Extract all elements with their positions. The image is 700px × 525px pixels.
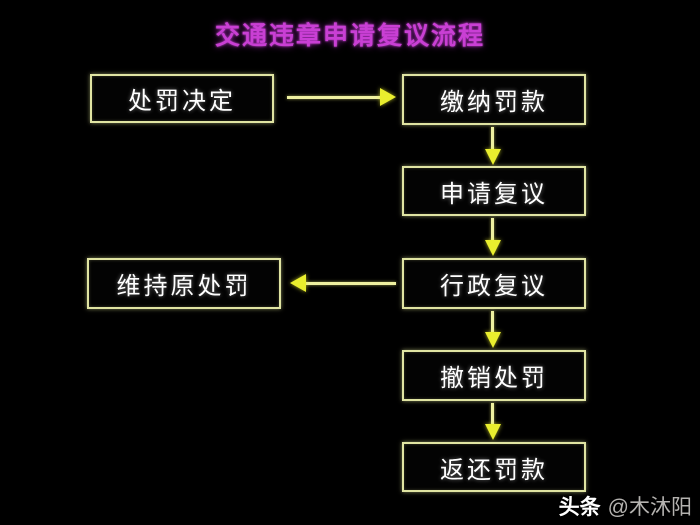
node-revoke-penalty-label: 撤销处罚	[440, 365, 548, 392]
node-refund-fine-label: 返还罚款	[440, 456, 548, 484]
node-administrative-review-label: 行政复议	[440, 273, 548, 300]
arrow-right-stem	[287, 96, 382, 99]
arrow-down-icon	[485, 424, 501, 440]
watermark: 头条 @木沐阳	[559, 491, 692, 521]
watermark-username: @木沐阳	[607, 496, 692, 519]
arrow-right-icon	[380, 88, 396, 106]
arrow-left-icon	[290, 274, 306, 292]
node-pay-fine-label: 缴纳罚款	[440, 89, 548, 116]
node-refund-fine: 返还罚款	[402, 442, 586, 492]
arrow-down-icon	[485, 332, 501, 348]
node-uphold-original-penalty-label: 维持原处罚	[116, 273, 252, 300]
arrow-down-icon	[485, 149, 501, 165]
node-pay-fine: 缴纳罚款	[402, 74, 586, 125]
arrow-down-stem	[491, 218, 494, 242]
node-revoke-penalty: 撤销处罚	[402, 350, 586, 401]
arrow-down-stem	[491, 127, 494, 151]
node-administrative-review: 行政复议	[402, 258, 586, 309]
node-penalty-decision: 处罚决定	[90, 74, 274, 123]
arrow-down-stem	[491, 403, 494, 426]
node-apply-review: 申请复议	[402, 166, 586, 216]
arrow-left-stem	[305, 282, 396, 285]
toutiao-logo: 头条	[558, 496, 601, 519]
node-apply-review-label: 申请复议	[440, 180, 548, 208]
node-uphold-original-penalty: 维持原处罚	[87, 258, 281, 309]
arrow-down-icon	[485, 240, 501, 256]
arrow-down-stem	[491, 311, 494, 334]
page-title: 交通违章申请复议流程	[214, 22, 485, 50]
node-penalty-decision-label: 处罚决定	[128, 88, 236, 115]
